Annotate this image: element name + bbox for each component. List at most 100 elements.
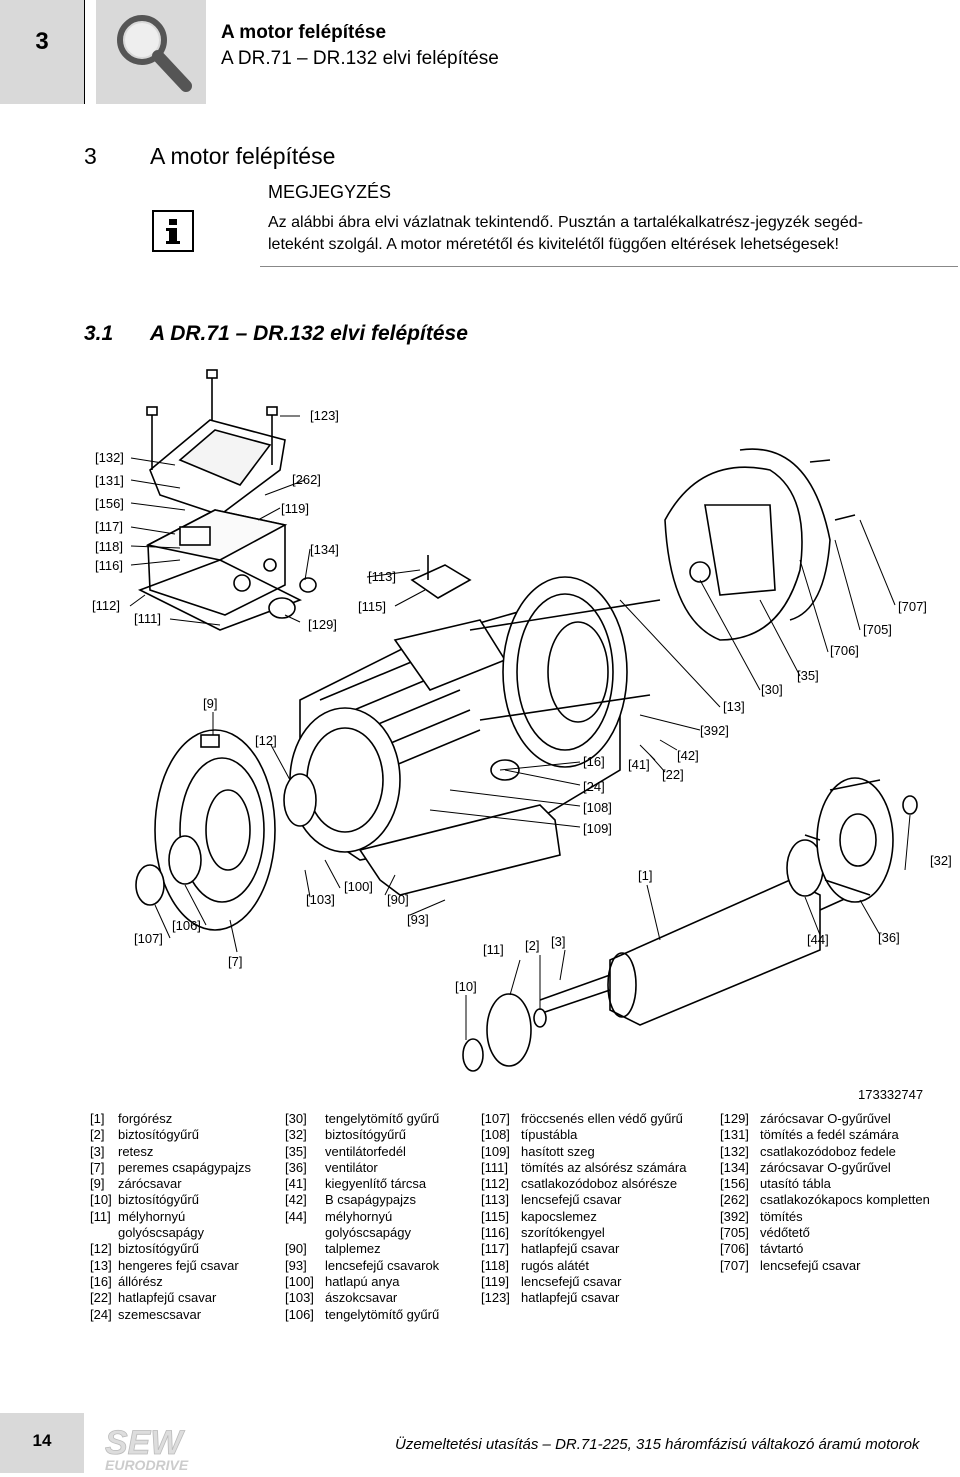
legend-ref: [106] [285,1306,314,1322]
legend-text: hasított szeg [521,1143,595,1159]
callout: [7] [228,954,242,969]
callout: [707] [898,599,927,614]
legend-ref: [93] [285,1257,307,1273]
legend-text: ventilátorfedél [325,1143,406,1159]
legend-text: peremes csapágypajzs [118,1159,251,1175]
legend-ref: [42] [285,1192,307,1208]
legend-item: [118]rugós alátét [481,1258,686,1274]
callout: [24] [583,779,605,794]
legend-text: zárócsavar [118,1176,182,1192]
fan [804,777,894,903]
legend-item: [11]mélyhornyú [90,1209,251,1225]
circlip-2 [533,1008,547,1028]
legend-ref: [24] [90,1306,112,1322]
legend-item: [36]ventilátor [285,1160,439,1176]
callout: [44] [807,932,829,947]
legend-text: biztosítógyűrű [325,1127,406,1143]
legend-text: ászokcsavar [325,1290,398,1306]
callout: [106] [172,918,201,933]
legend-text: biztosítógyűrű [118,1192,199,1208]
svg-text:SEW: SEW [105,1424,185,1462]
callout: [705] [863,622,892,637]
legend-item: golyóscsapágy [285,1225,439,1241]
legend-item: [90] talplemez [285,1241,439,1257]
legend-item: [112]csatlakozódoboz alsórésze [481,1176,686,1192]
legend-ref: [392] [720,1208,749,1224]
callout: [35] [797,668,819,683]
callout: [132] [95,450,124,465]
circlip-10 [462,1038,484,1072]
legend-item: [24] szemescsavar [90,1307,251,1323]
legend-ref: [36] [285,1159,307,1175]
legend-ref: [1] [90,1111,105,1126]
subsection-number: 3.1 [84,322,114,345]
legend-item: [9] zárócsavar [90,1176,251,1192]
legend-item: [41]kiegyenlítő tárcsa [285,1176,439,1192]
legend-item: [44]mélyhornyú [285,1209,439,1225]
legend-item: [111]tömítés az alsórész számára [481,1160,686,1176]
legend-text: lencsefejű csavarok [325,1257,440,1273]
leader-lines [129,415,911,1040]
legend-item: [103]ászokcsavar [285,1290,439,1306]
legend-text: golyóscsapágy [325,1225,411,1241]
callout: [131] [95,473,124,488]
legend-ref: [112] [481,1176,509,1192]
callout: [11] [483,942,504,957]
legend-item: [116]szorítókengyel [481,1225,686,1241]
legend-text: forgórész [118,1111,173,1126]
legend-text: csatlakozókapocs kompletten [760,1192,930,1208]
legend-item: [707]lencsefejű csavar [720,1258,930,1274]
section-number: 3 [84,143,97,169]
legend-text: zárócsavar O-gyűrűvel [760,1111,891,1126]
legend-text: mélyhornyú [118,1208,186,1224]
legend-text: hengeres fejű csavar [118,1257,239,1273]
legend-item: [32]biztosítógyűrű [285,1127,439,1143]
drawing-id: 173332747 [858,1087,924,1102]
legend-ref: [41] [285,1176,307,1192]
legend-ref: [44] [285,1208,307,1224]
legend-ref: [13] [90,1257,112,1273]
legend-text: fröccsenés ellen védő gyűrű [521,1111,683,1126]
legend-item: [13] hengeres fejű csavar [90,1258,251,1274]
callout: [36] [878,930,900,945]
legend-ref: [90] [285,1241,307,1257]
page-number-tab [0,1413,84,1473]
callout: [129] [308,617,337,632]
document-title: Üzemeltetési utasítás – DR.71-225, 315 h… [395,1436,920,1453]
legend-ref: [10] [90,1192,112,1208]
legend-item: [392]tömítés [720,1209,930,1225]
legend-ref: [22] [90,1290,112,1306]
legend-text: tengelytömítő gyűrű [325,1111,440,1126]
legend-ref: [129] [720,1111,749,1126]
callout: [22] [662,767,684,782]
legend-text: tömítés a fedél számára [760,1127,899,1143]
legend-ref: [9] [90,1176,105,1192]
legend-item: [134]zárócsavar O-gyűrűvel [720,1160,930,1176]
note-box [260,172,958,267]
legend-ref: [706] [720,1241,749,1257]
sew-eurodrive-logo: SEW EURODRIVE [103,1422,213,1477]
callout: [108] [583,800,612,815]
legend-text: lencsefejű csavar [521,1192,622,1208]
legend-item: [30] tengelytömítő gyűrű [285,1111,439,1127]
legend-ref: [30] [285,1111,307,1126]
callout: [112] [92,598,120,613]
legend-text: szemescsavar [118,1306,202,1322]
splash-ring [135,864,165,906]
legend-text: utasító tábla [760,1176,831,1192]
legend-ref: [131] [720,1127,749,1143]
callout: [16] [583,754,605,769]
callout: [134] [310,542,339,557]
legend-ref: [113] [481,1192,509,1208]
legend-item: [7]peremes csapágypajzs [90,1160,251,1176]
legend-item: [123]hatlapfejű csavar [481,1290,686,1306]
legend-ref: [117] [481,1241,509,1257]
legend-text: talplemez [325,1241,381,1257]
callout: [13] [723,699,745,714]
fan-cover [664,448,856,641]
circlip-12 [283,773,317,827]
callout: [42] [677,748,699,763]
legend-text: zárócsavar O-gyűrűvel [760,1159,891,1175]
callout: [113] [368,569,396,584]
legend-ref: [119] [481,1273,509,1289]
